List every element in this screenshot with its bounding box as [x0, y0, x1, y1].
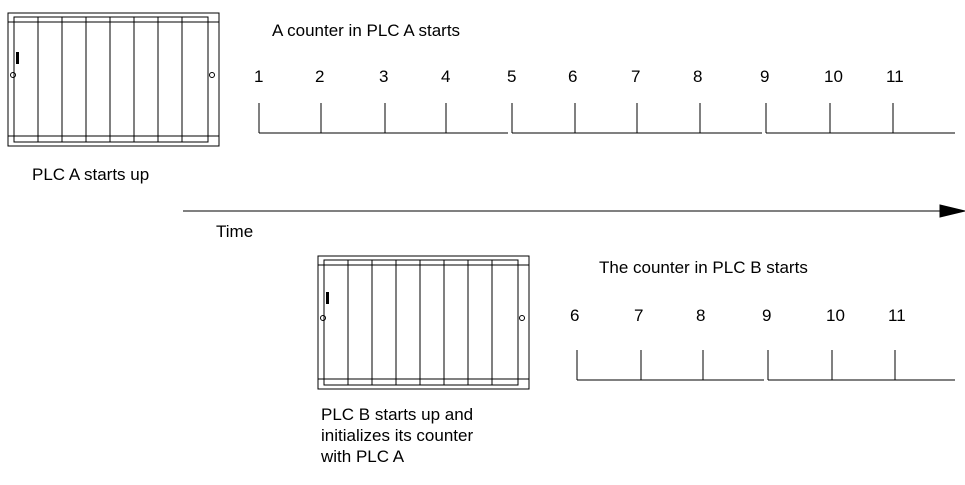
plc-b-rack-drawing — [317, 255, 530, 390]
tick-a-2: 2 — [315, 67, 325, 86]
plc-a-indicator — [16, 52, 19, 64]
timeline-a — [258, 103, 955, 134]
time-axis-label: Time — [216, 222, 254, 241]
tick-a-11: 11 — [886, 67, 904, 86]
plc-b-caption-line-3: with PLC A — [321, 447, 405, 466]
tick-a-4: 4 — [441, 67, 451, 86]
tick-b-8: 8 — [696, 306, 706, 325]
tick-b-9: 9 — [762, 306, 772, 325]
plc-b-caption: PLC B starts up and initializes its coun… — [321, 404, 473, 467]
tick-a-1: 1 — [254, 67, 264, 86]
tick-b-7: 7 — [634, 306, 644, 325]
counter-b-caption: The counter in PLC B starts — [599, 258, 808, 277]
tick-a-5: 5 — [507, 67, 517, 86]
tick-b-11: 11 — [888, 306, 906, 325]
tick-a-7: 7 — [631, 67, 641, 86]
plc-b-indicator — [326, 292, 329, 304]
tick-a-6: 6 — [568, 67, 578, 86]
plc-a-rack-drawing — [7, 12, 220, 147]
tick-a-10: 10 — [824, 67, 843, 86]
tick-b-10: 10 — [826, 306, 845, 325]
tick-a-3: 3 — [379, 67, 389, 86]
time-arrow — [183, 204, 965, 218]
tick-a-9: 9 — [760, 67, 770, 86]
plc-b-caption-line-2: initializes its counter — [321, 426, 474, 445]
timeline-b — [576, 350, 955, 381]
counter-a-caption: A counter in PLC A starts — [272, 21, 461, 40]
plc-a-caption: PLC A starts up — [32, 165, 150, 184]
plc-b-caption-line-1: PLC B starts up and — [321, 405, 474, 424]
tick-b-6: 6 — [570, 306, 580, 325]
tick-a-8: 8 — [693, 67, 703, 86]
